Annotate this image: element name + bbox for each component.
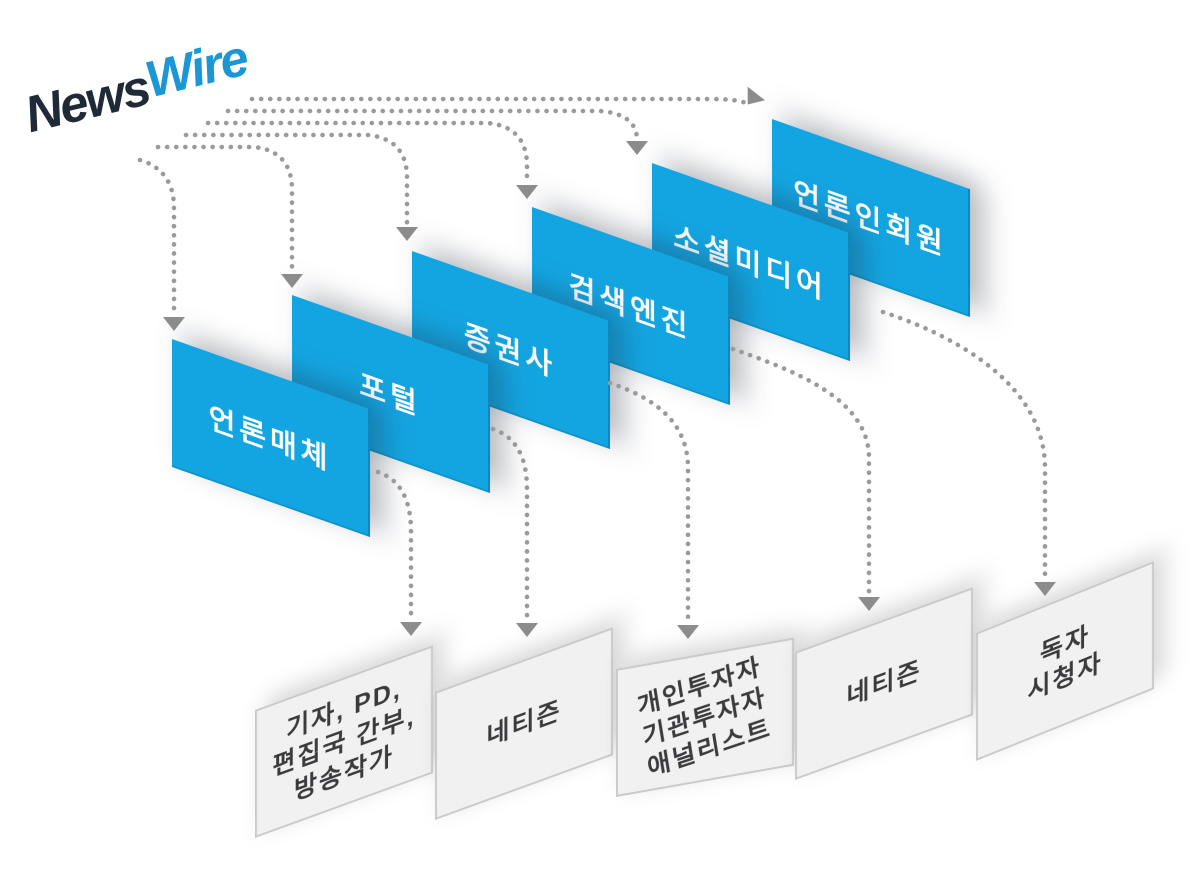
audience-card-2: 네티즌 — [435, 627, 613, 820]
top-arrow-5 — [225, 108, 640, 143]
top-arrow-1 — [137, 157, 177, 317]
down-arrow-1 — [375, 469, 414, 622]
arrowhead-down-icon — [516, 185, 538, 199]
audience-label-line: 네티즌 — [486, 695, 562, 752]
down-arrow-4 — [730, 346, 872, 597]
audience-card-4: 네티즌 — [795, 587, 973, 780]
audience-label: 기자, PD,편집국 간부,방송작가 — [273, 668, 416, 816]
arrowhead-down-icon — [677, 625, 699, 639]
audience-label-line: 네티즌 — [846, 655, 922, 712]
channel-label: 언론매체 — [208, 401, 332, 478]
top-arrow-3 — [183, 132, 410, 227]
arrowhead-down-icon — [516, 623, 538, 637]
down-arrow-3 — [607, 380, 691, 625]
audience-label: 네티즌 — [486, 694, 561, 753]
down-arrow-5 — [880, 309, 1048, 582]
newswire-logo: NewsWire — [19, 29, 254, 144]
audience-label: 네티즌 — [846, 654, 921, 713]
arrowhead-down-icon — [396, 227, 418, 241]
down-arrow-2 — [490, 426, 530, 623]
arrowhead-down-icon — [281, 274, 303, 288]
arrowhead-down-icon — [858, 597, 880, 611]
arrowhead-down-icon — [747, 86, 765, 105]
arrowhead-down-icon — [1034, 582, 1056, 596]
top-arrow-6 — [249, 96, 749, 106]
arrowhead-down-icon — [163, 317, 185, 331]
logo-wire-text: Wire — [139, 28, 253, 109]
arrowhead-down-icon — [626, 141, 648, 155]
audience-card-1: 기자, PD,편집국 간부,방송작가 — [255, 645, 433, 838]
logo-news-text: News — [19, 58, 155, 144]
top-arrow-4 — [205, 120, 530, 185]
arrowhead-down-icon — [400, 622, 422, 636]
top-arrow-2 — [155, 144, 295, 274]
